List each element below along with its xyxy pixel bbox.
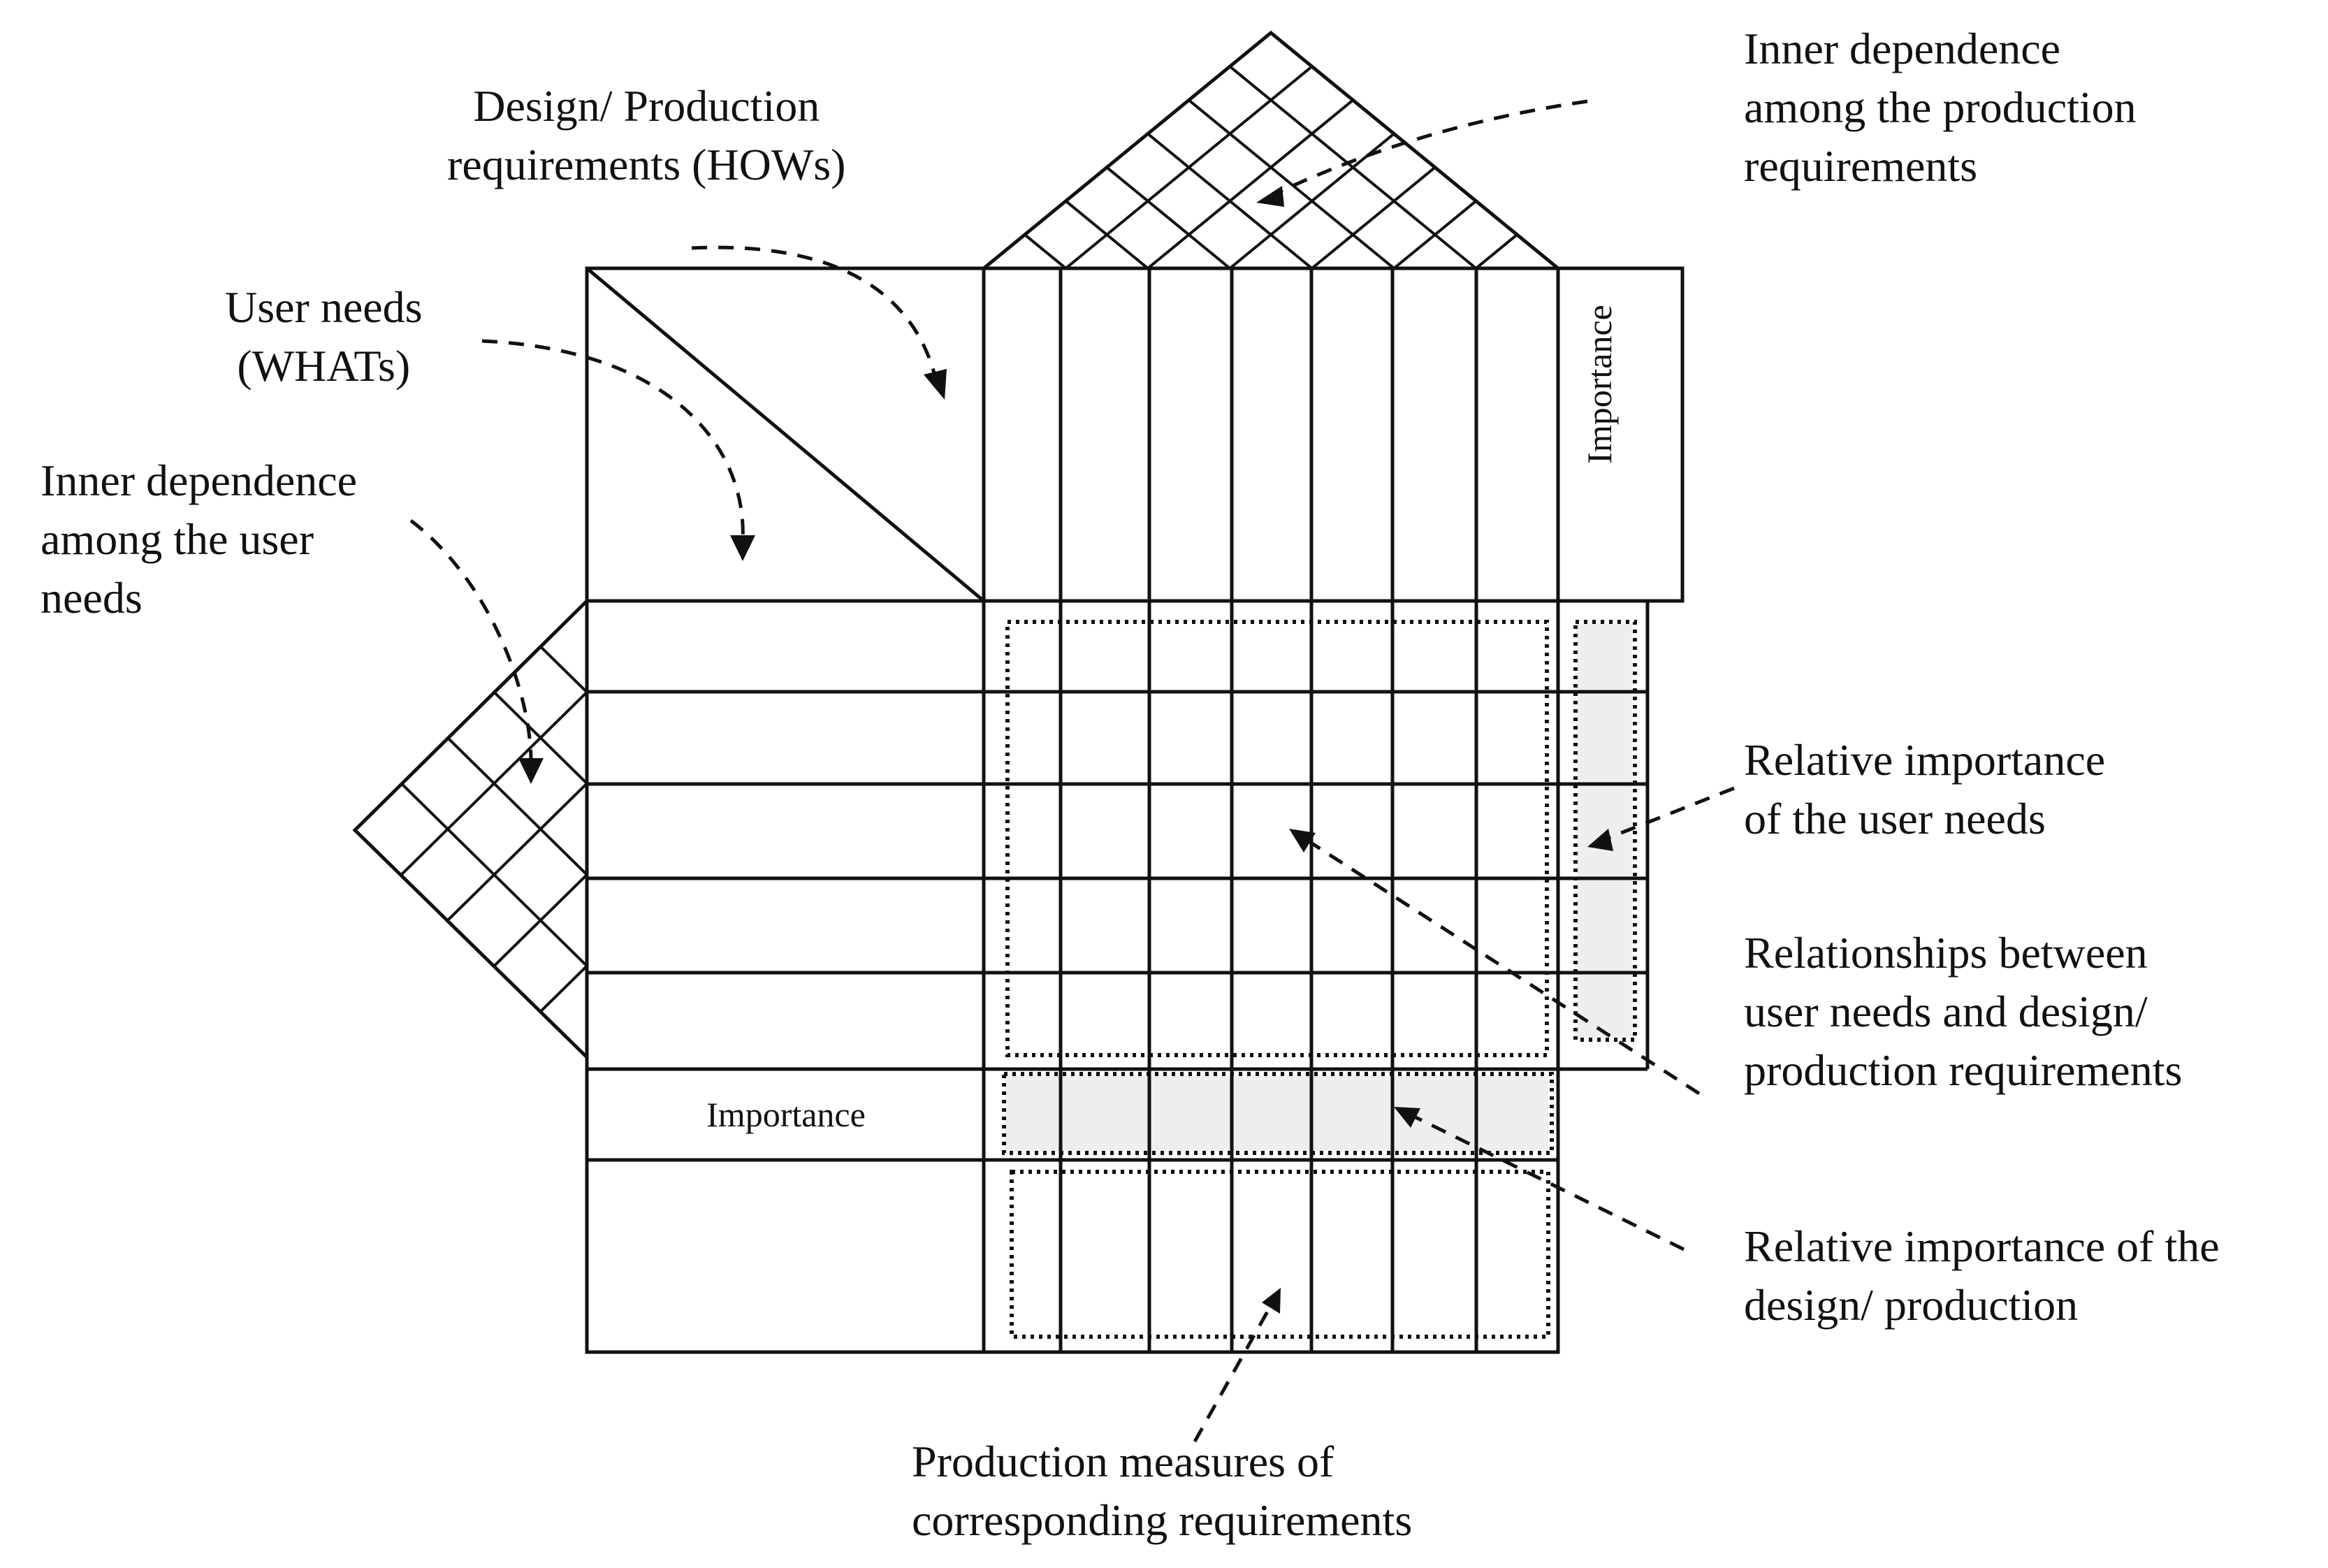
inner-prod-callout-line-2: among the production (1744, 82, 2137, 132)
whats-callout-line-2: (WHATs) (237, 341, 411, 391)
design-importance-region (1002, 1072, 1554, 1155)
roof-diagonal (1147, 132, 1313, 270)
inner-user-callout-line-1: Inner dependence (41, 456, 358, 505)
inner-user-callout-line-2: among the user (41, 514, 314, 564)
measures-callout: Production measures of corresponding req… (912, 1432, 1412, 1550)
rel-user-callout-line-1: Relative importance (1744, 735, 2106, 785)
roof-diagonal (1188, 99, 1395, 270)
roof-diagonal (1475, 233, 1518, 270)
leader-hows (691, 245, 938, 382)
arrowhead-whats (730, 535, 755, 561)
arrowhead-hows (924, 369, 947, 400)
arrowhead-measures (1262, 1288, 1281, 1314)
leader-rel-design (1410, 1113, 1685, 1251)
arrowhead-inner-prod (1256, 186, 1284, 207)
rel-design-callout: Relative importance of the design/ produ… (1744, 1217, 2220, 1335)
measures-callout-line-1: Production measures of (912, 1437, 1334, 1486)
left-diagonal (539, 964, 588, 1013)
roof-diagonal (1065, 200, 1149, 270)
relationships-callout-line-3: production requirements (1744, 1045, 2183, 1095)
leader-inner-user (409, 519, 533, 762)
roof-diagonal (1147, 99, 1354, 270)
inner-user-callout-line-3: needs (41, 573, 143, 623)
main-matrix-frame (585, 266, 1685, 1354)
roof-diagonal (1311, 166, 1436, 270)
importance-row-label: Importance (706, 1095, 866, 1134)
left-diagonal (493, 691, 588, 785)
production-measures-region (1010, 1170, 1550, 1339)
design-importance-shade (1005, 1076, 1548, 1151)
hows-callout-line-2: requirements (HOWs) (447, 140, 846, 189)
relationships-matrix-region (1005, 620, 1549, 1057)
importance-column-label: Importance (1580, 305, 1619, 464)
hows-callout: Design/ Production requirements (HOWs) (447, 77, 845, 194)
inner-user-callout: Inner dependence among the user needs (41, 451, 357, 627)
rel-design-callout-line-2: design/ production (1744, 1280, 2079, 1330)
arrowhead-rel-design (1394, 1107, 1420, 1128)
rel-design-callout-line-1: Relative importance of the (1744, 1221, 2220, 1271)
left-diagonal (400, 782, 588, 967)
user-needs-correlation-matrix (352, 597, 589, 1061)
roof-correlation-matrix (979, 30, 1563, 270)
rel-user-callout: Relative importance of the user needs (1744, 731, 2105, 848)
inner-prod-callout-line-3: requirements (1744, 141, 1978, 191)
relationships-callout-line-2: user needs and design/ (1744, 987, 2148, 1036)
user-importance-region (1573, 620, 1637, 1042)
left-diagonal (539, 645, 588, 694)
arrowheads (518, 186, 1613, 1314)
left-diagonal (446, 736, 588, 876)
inner-prod-callout-line-1: Inner dependence (1744, 24, 2061, 73)
leader-rel-user (1606, 786, 1735, 841)
hows-callout-line-1: Design/ Production (473, 81, 820, 131)
roof-diagonal (1105, 166, 1231, 270)
arrowhead-rel-user (1587, 829, 1613, 851)
whats-callout-line-1: User needs (225, 282, 423, 332)
leader-whats (481, 339, 745, 542)
leader-inner-prod (1277, 99, 1588, 194)
roof-diagonal (1229, 65, 1477, 270)
relationships-callout-line-1: Relationships between (1744, 928, 2148, 978)
measures-callout-line-2: corresponding requirements (912, 1495, 1413, 1545)
arrowhead-relationships (1289, 829, 1316, 852)
arrowhead-inner-user (518, 758, 544, 784)
rel-user-callout-line-2: of the user needs (1744, 794, 2046, 843)
inner-prod-callout: Inner dependence among the production re… (1744, 20, 2137, 196)
leader-lines (409, 99, 1735, 1443)
relationships-callout: Relationships between user needs and des… (1744, 924, 2182, 1100)
whats-callout: User needs (WHATs) (225, 278, 423, 395)
left-diagonal (446, 782, 588, 922)
roof-diagonal (1024, 233, 1067, 270)
